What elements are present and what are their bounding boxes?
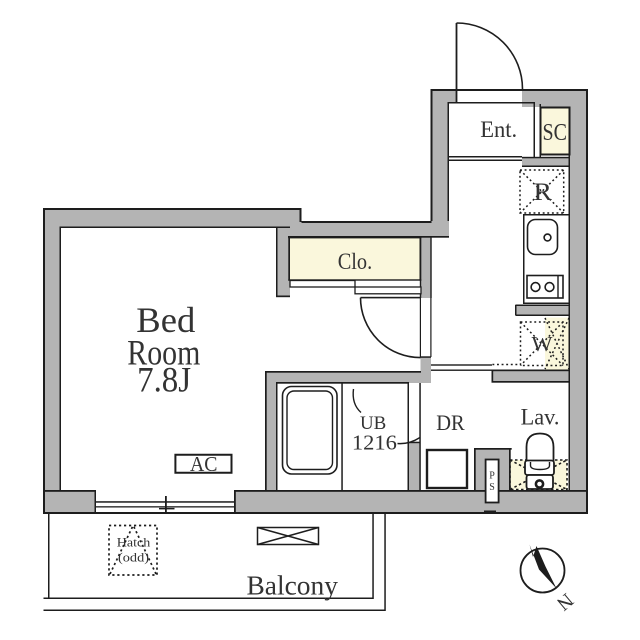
svg-text:Lav.: Lav.: [521, 404, 560, 429]
svg-text:R: R: [534, 179, 553, 206]
svg-text:S: S: [489, 482, 495, 493]
svg-text:Hatch: Hatch: [117, 535, 151, 550]
svg-text:Room: Room: [127, 333, 200, 373]
svg-text:Clo.: Clo.: [338, 249, 373, 274]
svg-text:SC: SC: [543, 120, 567, 146]
svg-text:W: W: [532, 332, 553, 356]
svg-text:UB: UB: [360, 413, 386, 434]
svg-text:P: P: [489, 471, 495, 482]
svg-text:DR: DR: [436, 410, 465, 435]
svg-text:Ent.: Ent.: [480, 117, 517, 142]
svg-text:AC: AC: [190, 452, 218, 476]
svg-text:7.8J: 7.8J: [137, 360, 191, 400]
svg-text:1216: 1216: [352, 430, 397, 454]
svg-text:(odd): (odd): [118, 550, 149, 565]
svg-text:Bed: Bed: [136, 300, 195, 340]
svg-text:Balcony: Balcony: [247, 571, 339, 601]
